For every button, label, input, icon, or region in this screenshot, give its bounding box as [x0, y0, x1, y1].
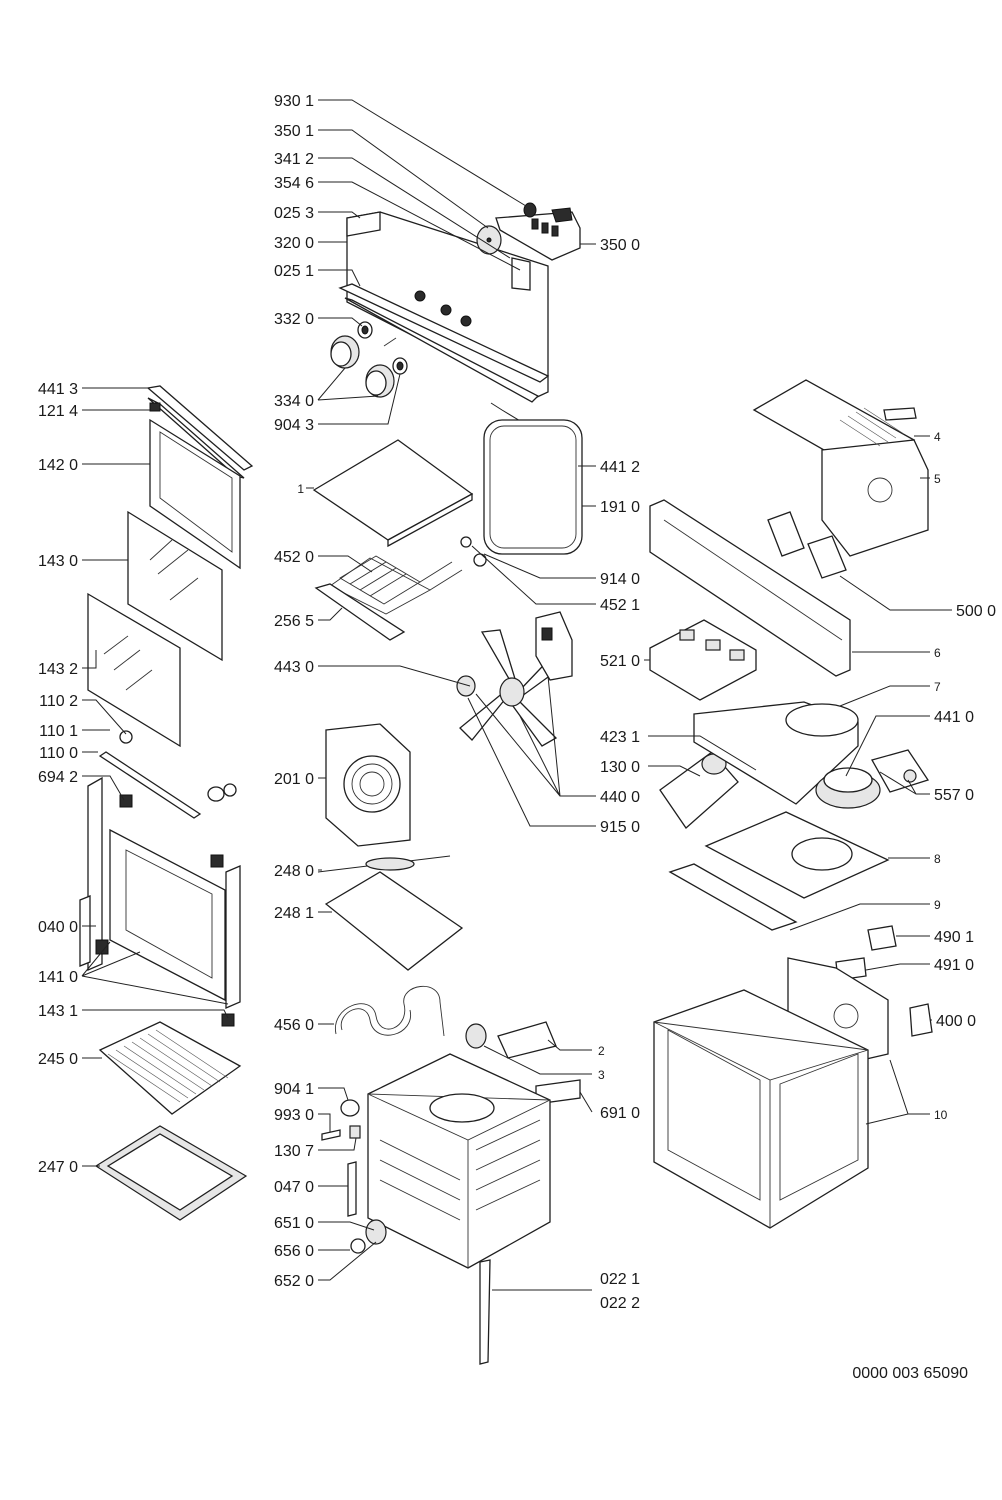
callout-label: 456 0: [274, 1017, 314, 1034]
callout-label: 490 1: [934, 929, 974, 946]
callout-label: 143 2: [38, 661, 78, 678]
callout-label: 332 0: [274, 311, 314, 328]
callout-labels: 930 1 350 1 341 2 354 6 025 3 320 0 025 …: [38, 93, 996, 1382]
callout-label: 423 1: [600, 729, 640, 746]
callout-label: 441 3: [38, 381, 78, 398]
callout-label: 441 0: [934, 709, 974, 726]
callout-label: 143 1: [38, 1003, 78, 1020]
callout-label: 245 0: [38, 1051, 78, 1068]
callout-label: 440 0: [600, 789, 640, 806]
callout-label: 452 0: [274, 549, 314, 566]
callout-label: 441 2: [600, 459, 640, 476]
callout-label: 914 0: [600, 571, 640, 588]
callout-label: 5: [934, 472, 941, 486]
leader-lines: [81, 99, 952, 1291]
callout-label: 656 0: [274, 1243, 314, 1260]
callout-label: 142 0: [38, 457, 78, 474]
callout-label: 248 0: [274, 863, 314, 880]
callout-label: 452 1: [600, 597, 640, 614]
callout-label: 191 0: [600, 499, 640, 516]
cavity-parts: [312, 439, 581, 1365]
callout-label: 1: [297, 482, 304, 496]
callout-label: 3: [598, 1068, 605, 1082]
callout-label: 350 0: [600, 237, 640, 254]
callout-label: 047 0: [274, 1179, 314, 1196]
callout-label: 025 1: [274, 263, 314, 280]
callout-label: 443 0: [274, 659, 314, 676]
callout-label: 121 4: [38, 403, 78, 420]
callout-label: 904 3: [274, 417, 314, 434]
callout-label: 915 0: [600, 819, 640, 836]
callout-label: 557 0: [934, 787, 974, 804]
callout-label: 110 1: [39, 723, 78, 740]
callout-label: 334 0: [274, 393, 314, 410]
door-assembly: [79, 385, 254, 1221]
callout-label: 130 7: [274, 1143, 314, 1160]
callout-label: 248 1: [274, 905, 314, 922]
callout-label: 256 5: [274, 613, 314, 630]
callout-label: 491 0: [934, 957, 974, 974]
callout-label: 9: [934, 898, 941, 912]
callout-label: 201 0: [274, 771, 314, 788]
callout-label: 130 0: [600, 759, 640, 776]
callout-label: 025 3: [274, 205, 314, 222]
callout-label: 141 0: [38, 969, 78, 986]
callout-label: 652 0: [274, 1273, 314, 1290]
callout-label: 10: [934, 1108, 948, 1122]
callout-label: 6: [934, 646, 941, 660]
callout-label: 350 1: [274, 123, 314, 140]
callout-label: 341 2: [274, 151, 314, 168]
callout-label: 8: [934, 852, 941, 866]
housing-parts: [649, 379, 933, 1229]
callout-label: 7: [934, 680, 941, 694]
callout-label: 651 0: [274, 1215, 314, 1232]
seal-and-electronics: [460, 402, 765, 829]
callout-label: 993 0: [274, 1107, 314, 1124]
callout-label: 904 1: [274, 1081, 314, 1098]
callout-label: 110 2: [39, 693, 78, 710]
callout-label: 354 6: [274, 175, 314, 192]
callout-label: 930 1: [274, 93, 314, 110]
callout-label: 4: [934, 430, 941, 444]
callout-label: 694 2: [38, 769, 78, 786]
callout-label: 143 0: [38, 553, 78, 570]
callout-label: 110 0: [39, 745, 78, 762]
drawing-number: 0000 003 65090: [852, 1365, 968, 1382]
callout-label: 521 0: [600, 653, 640, 670]
callout-label: 500 0: [956, 603, 996, 620]
callout-label: 022 2: [600, 1295, 640, 1312]
callout-label: 022 1: [600, 1271, 640, 1288]
callout-label: 400 0: [936, 1013, 976, 1030]
callout-label: 247 0: [38, 1159, 78, 1176]
callout-label: 691 0: [600, 1105, 640, 1122]
callout-label: 2: [598, 1044, 605, 1058]
callout-label: 040 0: [38, 919, 78, 936]
control-panel-assembly: [330, 202, 581, 403]
callout-label: 320 0: [274, 235, 314, 252]
